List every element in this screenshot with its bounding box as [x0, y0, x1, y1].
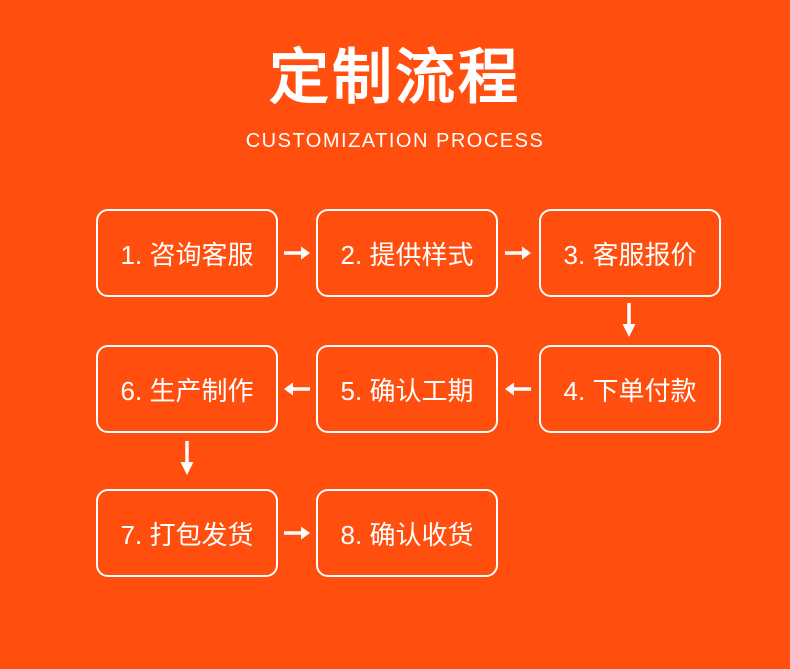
flow-step-8-label: 8. 确认收货: [340, 519, 474, 550]
flow-step-1: 1. 咨询客服: [96, 209, 278, 297]
flow-step-3: 3. 客服报价: [539, 209, 721, 297]
flow-step-7-label: 7. 打包发货: [120, 519, 254, 550]
banner-header: 定制流程 CUSTOMIZATION PROCESS: [0, 0, 790, 153]
flow-step-5: 5. 确认工期: [316, 345, 498, 433]
arrow-down-icon: [622, 303, 636, 337]
flow-step-6-label: 6. 生产制作: [120, 375, 254, 406]
flow-step-7: 7. 打包发货: [96, 489, 278, 577]
flow-step-8: 8. 确认收货: [316, 489, 498, 577]
arrow-left-icon: [505, 382, 531, 396]
arrow-right-icon: [284, 246, 310, 260]
flow-step-4-label: 4. 下单付款: [563, 375, 697, 406]
flow-step-4: 4. 下单付款: [539, 345, 721, 433]
page-title: 定制流程: [269, 44, 521, 111]
arrow-right-icon: [505, 246, 531, 260]
flow-step-5-label: 5. 确认工期: [340, 375, 474, 406]
flow-step-2: 2. 提供样式: [316, 209, 498, 297]
flow-step-1-label: 1. 咨询客服: [120, 239, 254, 270]
arrow-left-icon: [284, 382, 310, 396]
flow-step-2-label: 2. 提供样式: [340, 239, 474, 270]
flow-step-3-label: 3. 客服报价: [563, 239, 697, 270]
arrow-down-icon: [180, 441, 194, 475]
arrow-right-icon: [284, 526, 310, 540]
flow-step-6: 6. 生产制作: [96, 345, 278, 433]
page-subtitle: CUSTOMIZATION PROCESS: [245, 130, 545, 152]
